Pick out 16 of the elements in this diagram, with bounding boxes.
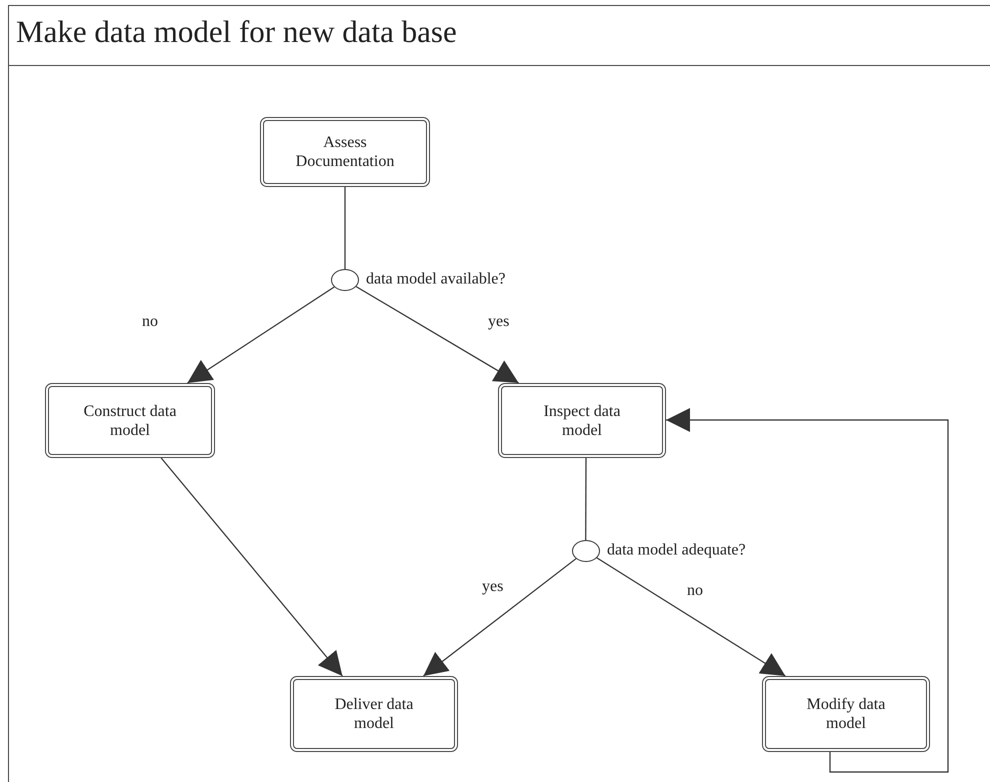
process-box: Assess Documentation	[260, 117, 430, 187]
process-box: Modify data model	[762, 676, 930, 752]
arrow	[160, 458, 343, 676]
arrow	[596, 557, 786, 676]
arrow	[187, 286, 335, 384]
arrow	[423, 558, 576, 676]
arrow	[666, 408, 949, 773]
process-box: Deliver data model	[290, 676, 458, 752]
process-box: Construct data model	[45, 383, 215, 458]
arrow	[356, 286, 519, 384]
process-box: Inspect data model	[498, 383, 666, 458]
decision-question: data model available?	[366, 270, 506, 289]
connector-line	[585, 458, 587, 540]
decision-question: data model adequate?	[607, 542, 746, 560]
connector-line	[344, 187, 346, 269]
diagram-title: Make data model for new data base	[16, 14, 457, 50]
